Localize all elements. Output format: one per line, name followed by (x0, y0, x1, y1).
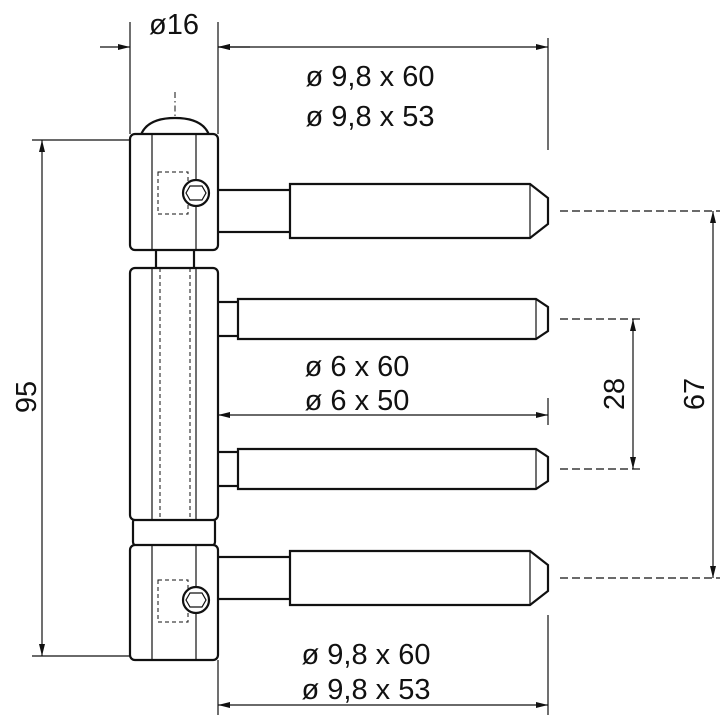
middle-barrel (128, 266, 220, 522)
hex-socket-icon (181, 178, 211, 208)
middle-pin-lower (212, 447, 550, 491)
middle-pin-label-2: ø 6 x 50 (305, 385, 410, 417)
middle-pin-upper (212, 297, 550, 341)
lower-connector (131, 516, 217, 548)
dimension-lines (39, 44, 716, 708)
middle-pin-label-1: ø 6 x 60 (305, 351, 410, 383)
overall-height-label: 95 (11, 381, 43, 413)
top-barrel (128, 116, 220, 252)
outer-pin-spacing-label: 67 (679, 378, 711, 410)
top-pin (212, 182, 550, 240)
bottom-barrel (128, 543, 220, 662)
hex-socket-icon (181, 585, 211, 615)
top-pin-label-2: ø 9,8 x 53 (306, 101, 435, 133)
middle-pin-spacing-label: 28 (599, 378, 631, 410)
bottom-pin-label-2: ø 9,8 x 53 (302, 674, 431, 706)
top-pin-label-1: ø 9,8 x 60 (306, 61, 435, 93)
upper-connector (154, 246, 196, 272)
barrel-diameter-label: ø16 (149, 9, 199, 41)
extension-lines (32, 22, 720, 715)
bottom-pin-label-1: ø 9,8 x 60 (302, 639, 431, 671)
bottom-pin (212, 549, 550, 607)
